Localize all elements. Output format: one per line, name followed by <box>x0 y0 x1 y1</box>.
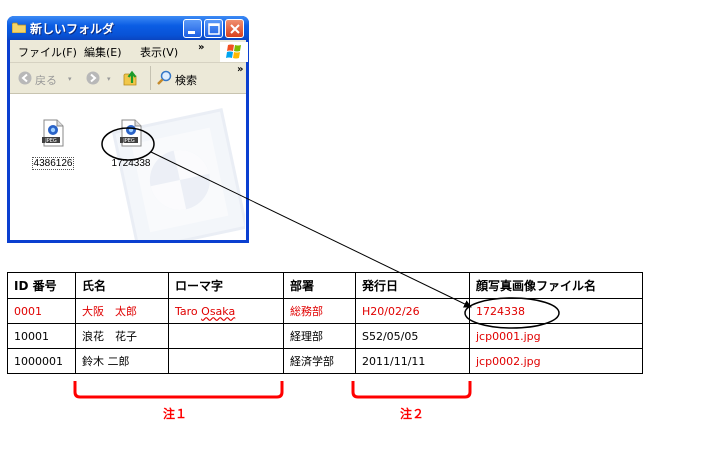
table-header-row: ID 番号 氏名 ローマ字 部署 発行日 顔写真画像ファイル名 <box>7 272 643 299</box>
close-button[interactable] <box>225 19 244 38</box>
back-dropdown-icon[interactable]: ▾ <box>68 75 72 83</box>
window-title: 新しいフォルダ <box>30 22 115 36</box>
windows-flag-icon <box>226 44 241 59</box>
note1-bracket <box>73 381 284 399</box>
toolbar-separator <box>150 66 151 90</box>
cell-id: 1000001 <box>7 348 76 374</box>
background-watermark-icon <box>111 108 245 240</box>
minimize-button[interactable] <box>183 19 202 38</box>
menu-overflow-chevron[interactable]: » <box>198 42 205 53</box>
cell-issue-date: 2011/11/11 <box>355 348 470 374</box>
cell-name: 鈴木 二郎 <box>75 348 169 374</box>
cell-photo-file: jcp0002.jpg <box>469 348 643 374</box>
jpeg-file-icon: JPEG <box>120 119 142 147</box>
menu-file[interactable]: ファイル(F) <box>18 46 77 59</box>
romaji-text: Taro Osaka <box>175 304 236 318</box>
table-row: 10001 浪花 花子 経理部 S52/05/05 jcp0001.jpg <box>7 323 643 349</box>
back-button-label[interactable]: 戻る <box>35 74 57 87</box>
header-issue-date: 発行日 <box>355 272 470 299</box>
cell-id: 0001 <box>7 298 76 324</box>
header-name: 氏名 <box>75 272 169 299</box>
back-arrow-icon[interactable] <box>18 71 32 85</box>
jpeg-file-icon: JPEG <box>42 119 64 147</box>
menu-edit[interactable]: 編集(E) <box>84 46 122 59</box>
menu-bar: ファイル(F) 編集(E) 表示(V) » <box>10 40 248 63</box>
forward-dropdown-icon[interactable]: ▾ <box>107 75 111 83</box>
header-romaji: ローマ字 <box>168 272 284 299</box>
cell-id: 10001 <box>7 323 76 349</box>
table-row: 1000001 鈴木 二郎 経済学部 2011/11/11 jcp0002.jp… <box>7 348 643 374</box>
header-photo-file: 顔写真画像ファイル名 <box>469 272 643 299</box>
file-name[interactable]: 4386126 <box>31 157 75 170</box>
cell-romaji <box>168 323 284 349</box>
source-file-ellipse <box>101 127 155 161</box>
link-arrow <box>150 151 472 308</box>
title-bar[interactable]: 新しいフォルダ <box>7 16 249 40</box>
svg-text:JPEG: JPEG <box>44 138 57 144</box>
id-card-data-table: ID 番号 氏名 ローマ字 部署 発行日 顔写真画像ファイル名 0001 大阪 … <box>7 272 643 374</box>
note1-label: 注１ <box>163 407 188 421</box>
file-view-pane[interactable]: JPEG 4386126 JPEG 1724338 <box>10 94 246 240</box>
cell-name: 浪花 花子 <box>75 323 169 349</box>
folder-up-icon[interactable] <box>122 69 140 87</box>
cell-dept: 総務部 <box>283 298 356 324</box>
menu-view[interactable]: 表示(V) <box>140 46 179 59</box>
windows-logo <box>220 42 248 62</box>
file-item[interactable]: JPEG 4386126 <box>23 119 83 170</box>
file-item[interactable]: JPEG 1724338 <box>101 119 161 170</box>
note2-label: 注２ <box>400 407 425 421</box>
explorer-window: 新しいフォルダ ファイル(F) 編集(E) 表示(V) » 戻る ▾ <box>7 16 249 243</box>
search-button-label[interactable]: 検索 <box>175 74 197 87</box>
minimize-icon <box>188 31 195 34</box>
note2-bracket <box>351 381 472 399</box>
search-icon[interactable] <box>156 70 172 86</box>
folder-icon <box>12 22 26 33</box>
toolbar: 戻る ▾ ▾ 検索 » <box>10 63 246 94</box>
cell-dept: 経済学部 <box>283 348 356 374</box>
maximize-icon <box>208 23 220 35</box>
svg-text:JPEG: JPEG <box>122 138 135 144</box>
header-id: ID 番号 <box>7 272 76 299</box>
file-name[interactable]: 1724338 <box>111 158 151 169</box>
spellcheck-underlined-word: Osaka <box>201 304 236 318</box>
toolbar-overflow-chevron[interactable]: » <box>237 64 244 75</box>
target-cell-ellipse <box>464 297 560 329</box>
cell-dept: 経理部 <box>283 323 356 349</box>
close-icon <box>230 24 240 34</box>
maximize-button[interactable] <box>204 19 223 38</box>
cell-name: 大阪 太郎 <box>75 298 169 324</box>
cell-issue-date: H20/02/26 <box>355 298 470 324</box>
forward-arrow-icon[interactable] <box>86 71 100 85</box>
